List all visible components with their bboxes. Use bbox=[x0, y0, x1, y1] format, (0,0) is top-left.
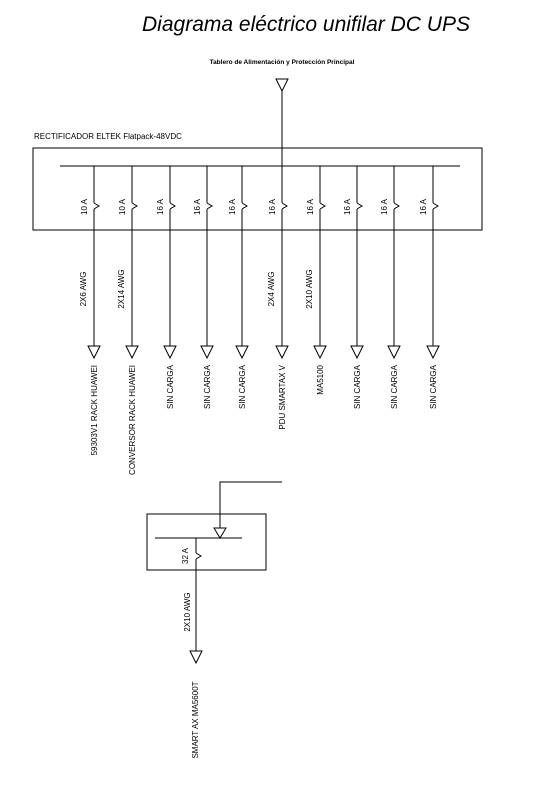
branch-circuit: 16 A SIN CARGA bbox=[343, 166, 364, 409]
breaker-symbol bbox=[281, 202, 288, 210]
source-arrow bbox=[275, 78, 289, 93]
branch-circuit: 10 A 2X6 AWG 59303V1 RACK HUAWEI bbox=[79, 166, 101, 455]
cable-label: 2X6 AWG bbox=[79, 272, 88, 307]
load-label: SIN CARGA bbox=[390, 364, 399, 409]
branch-circuit: 16 A SIN CARGA bbox=[193, 166, 214, 409]
pdu-output-arrow bbox=[189, 650, 203, 665]
load-arrow bbox=[200, 345, 214, 360]
rectifier-box bbox=[32, 147, 483, 231]
cable-label: 2X4 AWG bbox=[267, 272, 276, 307]
breaker-symbol bbox=[319, 202, 326, 210]
branch-circuit: 16 A SIN CARGA bbox=[228, 166, 249, 409]
cable-label: 2X10 AWG bbox=[305, 269, 314, 308]
pdu-breaker-symbol bbox=[195, 552, 202, 560]
branch-circuits: 10 A 2X6 AWG 59303V1 RACK HUAWEI 10 A 2X14 A… bbox=[79, 166, 440, 475]
branch-circuit: 16 A SIN CARGA bbox=[380, 166, 401, 409]
main-feed bbox=[275, 78, 289, 166]
breaker-symbol bbox=[432, 202, 439, 210]
branch-circuit: 16 A SIN CARGA bbox=[419, 166, 440, 409]
pdu-load-label: SMART AX MA5600T bbox=[191, 681, 200, 758]
pdu-feeder-line bbox=[219, 481, 282, 528]
cable-label: 2X14 AWG bbox=[117, 269, 126, 308]
load-label: SIN CARGA bbox=[353, 364, 362, 409]
load-arrow bbox=[163, 345, 177, 360]
branch-circuit: 10 A 2X14 AWG CONVERSOR RACK HUAWEI bbox=[117, 166, 139, 475]
diagram-title: Diagrama eléctrico unifilar DC UPS bbox=[142, 13, 470, 36]
load-label: SIN CARGA bbox=[166, 364, 175, 409]
load-arrow bbox=[426, 345, 440, 360]
breaker-rating: 16 A bbox=[268, 198, 277, 215]
load-label: SIN CARGA bbox=[203, 364, 212, 409]
load-label: SIN CARGA bbox=[238, 364, 247, 409]
branch-circuit: 16 A SIN CARGA bbox=[156, 166, 177, 409]
rectifier-label: RECTIFICADOR ELTEK Flatpack-48VDC bbox=[34, 132, 182, 141]
breaker-rating: 16 A bbox=[306, 198, 315, 215]
load-arrow bbox=[387, 345, 401, 360]
branch-circuit: 16 A 2X10 AWG MA5100 bbox=[305, 166, 327, 395]
load-label: PDU SMARTAX V bbox=[278, 364, 287, 429]
breaker-rating: 10 A bbox=[80, 198, 89, 215]
load-arrow bbox=[350, 345, 364, 360]
load-arrow bbox=[87, 345, 101, 360]
pdu-feeder-arrow bbox=[213, 527, 227, 539]
load-label: MA5100 bbox=[316, 364, 325, 394]
breaker-rating: 10 A bbox=[118, 198, 127, 215]
load-arrow bbox=[275, 345, 289, 360]
breaker-rating: 16 A bbox=[193, 198, 202, 215]
pdu-box bbox=[146, 513, 267, 571]
pdu-breaker bbox=[189, 538, 203, 665]
branch-circuit: 16 A 2X4 AWG PDU SMARTAX V bbox=[267, 166, 289, 430]
breaker-symbol bbox=[393, 202, 400, 210]
breaker-symbol bbox=[356, 202, 363, 210]
breaker-symbol bbox=[93, 202, 100, 210]
breaker-symbol bbox=[169, 202, 176, 210]
load-label: SIN CARGA bbox=[429, 364, 438, 409]
load-label: 59303V1 RACK HUAWEI bbox=[90, 365, 99, 455]
breaker-rating: 16 A bbox=[228, 198, 237, 215]
load-label: CONVERSOR RACK HUAWEI bbox=[128, 365, 137, 475]
load-arrow bbox=[125, 345, 139, 360]
pdu-cable-label: 2X10 AWG bbox=[183, 592, 192, 631]
breaker-symbol bbox=[131, 202, 138, 210]
breaker-rating: 16 A bbox=[380, 198, 389, 215]
breaker-rating: 16 A bbox=[419, 198, 428, 215]
pdu-feeder bbox=[213, 481, 282, 539]
load-arrow bbox=[235, 345, 249, 360]
load-arrow bbox=[313, 345, 327, 360]
source-label: Tablero de Alimentación y Protección Pri… bbox=[210, 59, 355, 66]
breaker-rating: 16 A bbox=[156, 198, 165, 215]
breaker-rating: 16 A bbox=[343, 198, 352, 215]
breaker-symbol bbox=[206, 202, 213, 210]
pdu-breaker-rating: 32 A bbox=[181, 547, 190, 564]
breaker-symbol bbox=[241, 202, 248, 210]
